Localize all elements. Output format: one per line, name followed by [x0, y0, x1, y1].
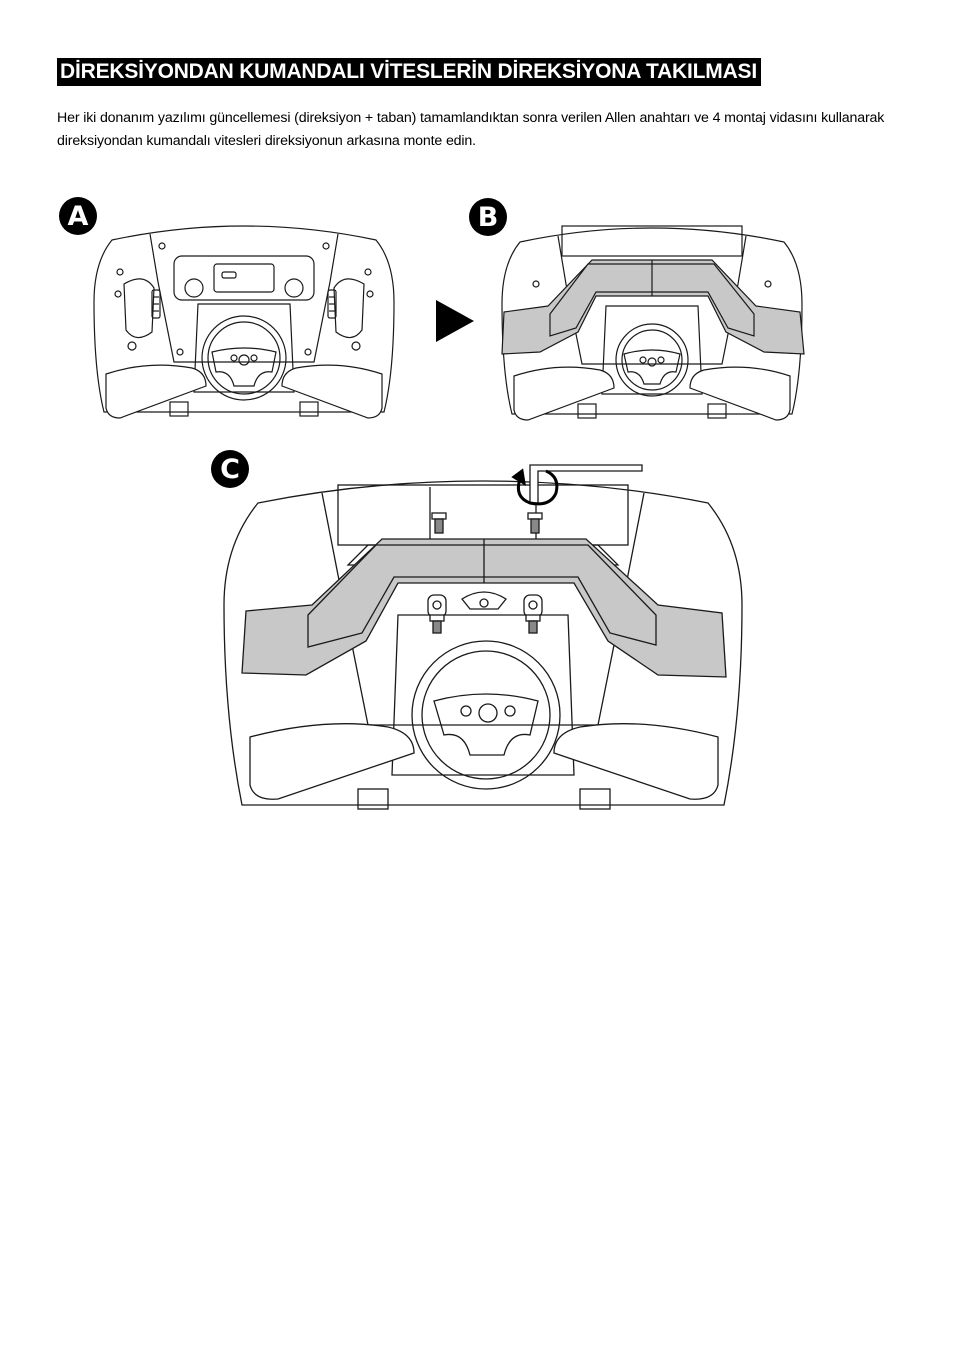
instruction-paragraph: Her iki donanım yazılımı güncellemesi (d… — [57, 110, 885, 149]
play-arrow-icon — [436, 300, 476, 342]
step-b-badge: B — [469, 198, 507, 236]
page-title: DİREKSİYONDAN KUMANDALI VİTESLERİN DİREK… — [57, 58, 761, 86]
wheel-rear-figure-a — [88, 222, 400, 424]
wheel-rear-figure-b — [496, 224, 808, 424]
rotate-clockwise-icon — [511, 468, 559, 506]
step-a-badge: A — [59, 197, 97, 235]
wheel-rear-figure-c — [218, 455, 748, 817]
step-c-badge: C — [211, 450, 249, 488]
